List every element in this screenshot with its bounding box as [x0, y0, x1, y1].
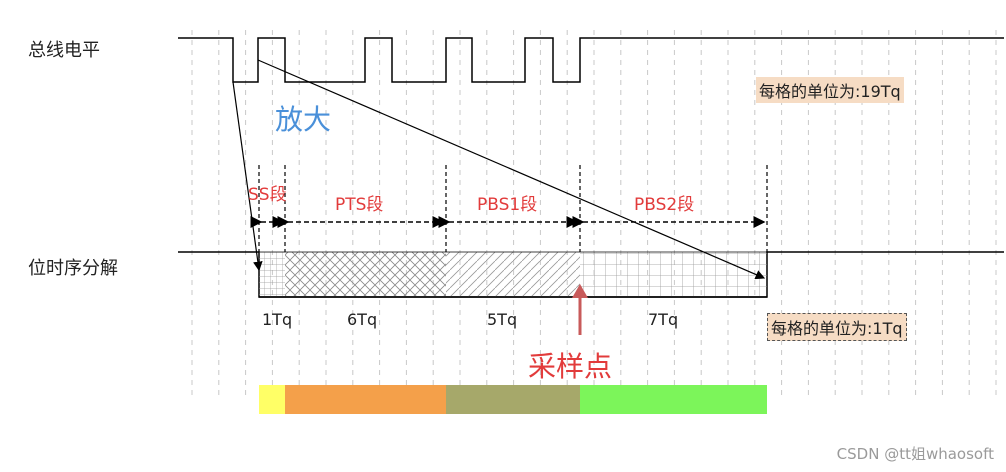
bit-timing-label: 位时序分解 [28, 258, 118, 279]
pbs2-tq-label: 7Tq [648, 310, 679, 329]
pts-color-bar [285, 385, 446, 414]
pbs1-color-bar [446, 385, 580, 414]
sample-point-arrowhead [572, 284, 588, 298]
pbs2-segment-label: PBS2段 [634, 195, 695, 215]
pbs2-color-bar [580, 385, 767, 414]
ss-segment-label: SS段 [248, 185, 287, 205]
unit-bottom-box: 每格的单位为:1Tq [767, 313, 907, 341]
pbs1-segment-fill [446, 252, 580, 297]
bus-level-waveform [178, 37, 1004, 83]
pbs2-segment-fill [580, 252, 767, 297]
pts-segment-fill [285, 252, 446, 297]
bus-level-label: 总线电平 [28, 40, 100, 61]
pts-tq-label: 6Tq [347, 310, 378, 329]
zoom-label: 放大 [275, 103, 332, 136]
zoom-line-right [257, 59, 766, 280]
sample-point-label: 采样点 [528, 350, 613, 383]
zoom-line-left [232, 81, 263, 272]
ss-color-bar [259, 385, 285, 414]
ss-tq-label: 1Tq [262, 310, 293, 329]
pbs1-segment-label: PBS1段 [477, 195, 538, 215]
segment-boundaries [258, 165, 768, 252]
unit-top-box: 每格的单位为:19Tq [756, 77, 904, 103]
pts-segment-label: PTS段 [335, 195, 384, 215]
pbs1-tq-label: 5Tq [487, 310, 518, 329]
watermark: CSDN @tt姐whaosoft [836, 445, 994, 463]
ss-segment-fill [259, 252, 285, 297]
